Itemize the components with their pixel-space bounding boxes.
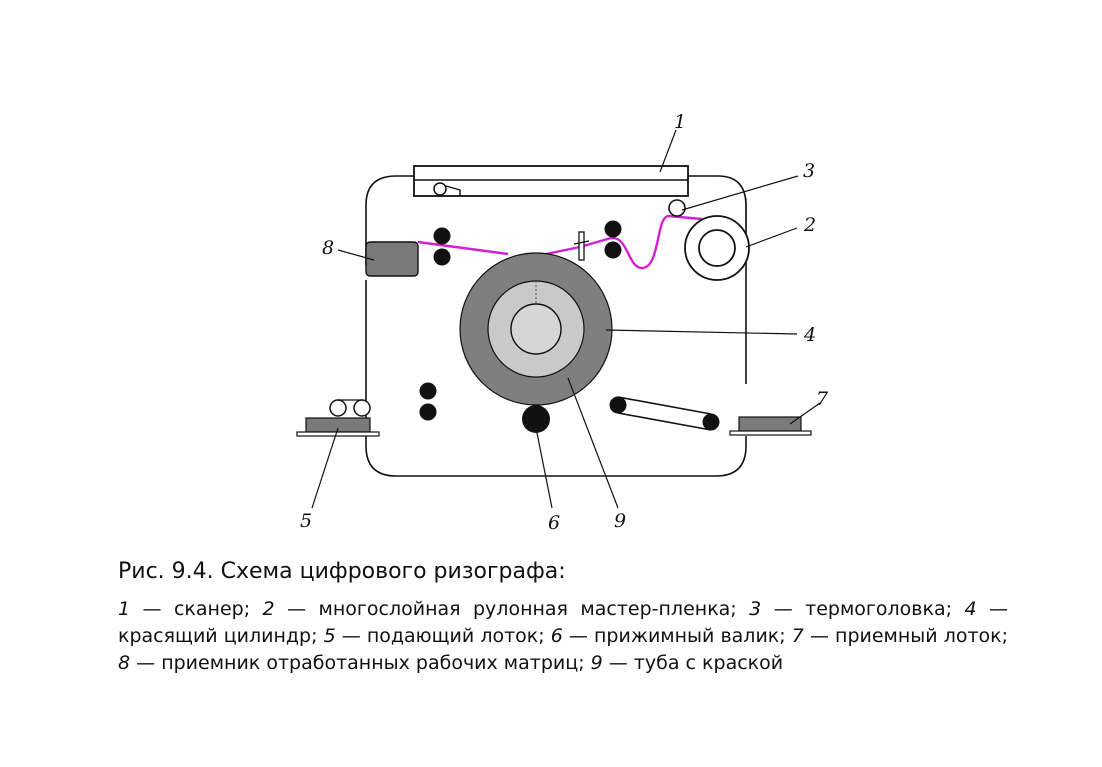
- pressure-roller: [522, 405, 550, 433]
- legend-item: 2 — многослойная рулонная мастер-пленка;: [263, 598, 737, 620]
- legend-text: приемник отработанных рабочих матриц;: [161, 652, 585, 674]
- legend-number: 5: [323, 625, 336, 647]
- legend-dash: —: [809, 625, 829, 647]
- legend-number: 4: [964, 598, 977, 620]
- master-film-roll: [684, 215, 750, 281]
- scanner: [413, 165, 689, 197]
- cutter-knife: [573, 231, 590, 261]
- legend-number: 6: [550, 625, 563, 647]
- legend-item: 5 — подающий лоток;: [324, 625, 545, 647]
- legend-number: 8: [118, 652, 131, 674]
- legend-item: 3 — термоголовка;: [749, 598, 952, 620]
- legend-text: подающий лоток;: [366, 625, 545, 647]
- legend-item: 1 — сканер;: [118, 598, 250, 620]
- roller-pair-upper-right: [604, 220, 622, 259]
- used-master-receiver: [365, 241, 419, 277]
- legend-text: многослойная рулонная мастер-пленка;: [318, 598, 737, 620]
- risograph-diagram: 1 2 3 4 5 6 7 8 9: [296, 111, 829, 534]
- legend-dash: —: [341, 625, 361, 647]
- thermal-head: [668, 199, 686, 217]
- feed-tray: [296, 399, 380, 437]
- caption-legend: 1 — сканер; 2 — многослойная рулонная ма…: [118, 596, 1008, 677]
- receiving-tray: [729, 416, 812, 436]
- legend-dash: —: [142, 598, 162, 620]
- housing-left-upper: [365, 175, 414, 265]
- roller-pair-lower-left: [419, 382, 437, 421]
- label-7: 7: [816, 388, 829, 410]
- label-4: 4: [803, 324, 816, 346]
- label-2: 2: [803, 214, 816, 236]
- master-film-path-right: [545, 214, 703, 270]
- legend-number: 1: [118, 598, 131, 620]
- label-1: 1: [674, 111, 686, 133]
- legend-number: 3: [749, 598, 762, 620]
- label-8: 8: [322, 237, 334, 259]
- legend-text: туба с краской: [633, 652, 784, 674]
- label-9: 9: [614, 510, 626, 532]
- legend-dash: —: [988, 598, 1008, 620]
- legend-dash: —: [608, 652, 628, 674]
- legend-dash: —: [568, 625, 588, 647]
- legend-text: приемный лоток;: [835, 625, 1009, 647]
- label-6: 6: [548, 512, 560, 534]
- legend-item: 7 — приемный лоток;: [792, 625, 1008, 647]
- legend-dash: —: [773, 598, 793, 620]
- legend-item: 6 — прижимный валик;: [551, 625, 786, 647]
- legend-text: сканер;: [173, 598, 251, 620]
- master-film-path: [417, 240, 509, 256]
- legend-number: 9: [590, 652, 603, 674]
- legend-item: 4 — красящий цилиндр;: [118, 598, 1008, 647]
- label-5: 5: [300, 510, 312, 532]
- legend-dash: —: [136, 652, 156, 674]
- legend-text: термоголовка;: [805, 598, 952, 620]
- legend-text: красящий цилиндр;: [118, 625, 318, 647]
- leader-lines: [311, 129, 821, 509]
- legend-item: 9 — туба с краской: [591, 652, 783, 674]
- housing-bottom: [365, 436, 747, 477]
- legend-number: 2: [262, 598, 275, 620]
- figure-caption: Рис. 9.4. Схема цифрового ризографа: 1 —…: [118, 556, 1008, 677]
- ink-drum: [459, 252, 613, 406]
- legend-number: 7: [791, 625, 804, 647]
- legend-item: 8 — приемник отработанных рабочих матриц…: [118, 652, 585, 674]
- output-conveyor: [609, 396, 720, 431]
- label-3: 3: [803, 160, 815, 182]
- legend-text: прижимный валик;: [594, 625, 786, 647]
- caption-title: Рис. 9.4. Схема цифрового ризографа:: [118, 559, 566, 584]
- legend-dash: —: [287, 598, 307, 620]
- roller-pair-upper-left: [433, 227, 451, 266]
